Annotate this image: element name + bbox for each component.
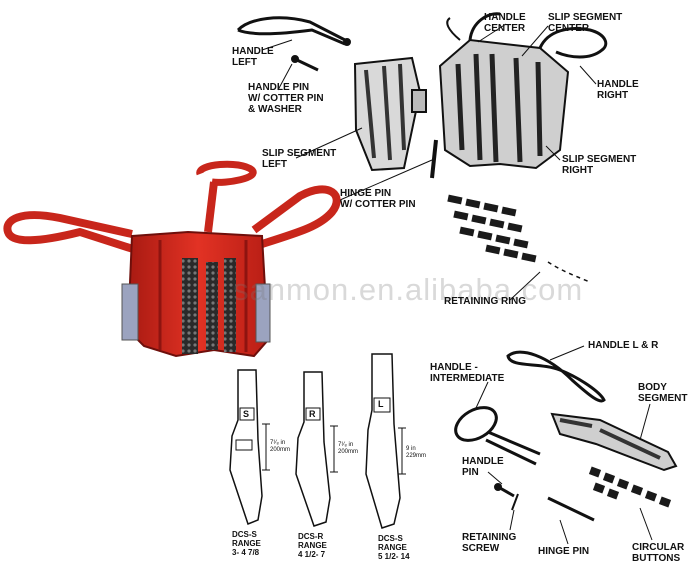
red-slip-illustration bbox=[3, 160, 341, 358]
exploded-view bbox=[236, 12, 608, 301]
hinge-pin-bottom-drawing bbox=[547, 496, 595, 522]
segment-l-letter: L bbox=[378, 399, 384, 409]
watermark: sanmon.en.alibaba.com bbox=[233, 272, 584, 307]
red-handle-center bbox=[196, 160, 257, 186]
left-handle-drawing bbox=[236, 16, 346, 46]
label-handle-intermediate: HANDLE -INTERMEDIATE bbox=[430, 362, 505, 384]
body-segment-drawing bbox=[550, 412, 678, 472]
retaining-screw-drawing bbox=[511, 493, 519, 511]
red-handle-right bbox=[251, 185, 341, 248]
segment-r-letter: R bbox=[309, 409, 316, 419]
handle-pin-drawing bbox=[296, 58, 319, 72]
red-handle-left bbox=[3, 211, 138, 254]
handle-pin-bottom-drawing bbox=[499, 486, 515, 498]
slip-inserts-drawing bbox=[447, 194, 537, 263]
segment-r-outline bbox=[295, 371, 331, 527]
retaining-ring-drawing bbox=[547, 261, 591, 283]
label-retaining-ring: RETAINING RING bbox=[444, 296, 527, 307]
label-handle-lr: HANDLE L & R bbox=[588, 340, 659, 351]
handle-lr-drawing bbox=[506, 350, 606, 403]
circular-buttons-drawing bbox=[588, 466, 672, 508]
hinge-pin-drawing bbox=[430, 139, 438, 179]
bottom-exploded-view bbox=[454, 345, 678, 545]
segment-l-outline bbox=[365, 353, 401, 529]
handle-intermediate-drawing bbox=[454, 406, 498, 442]
segment-outlines bbox=[229, 353, 406, 529]
segment-s-letter: S bbox=[243, 409, 250, 419]
segment-s-outline bbox=[229, 369, 263, 525]
label-hinge-pin-bottom: HINGE PIN bbox=[538, 546, 590, 557]
